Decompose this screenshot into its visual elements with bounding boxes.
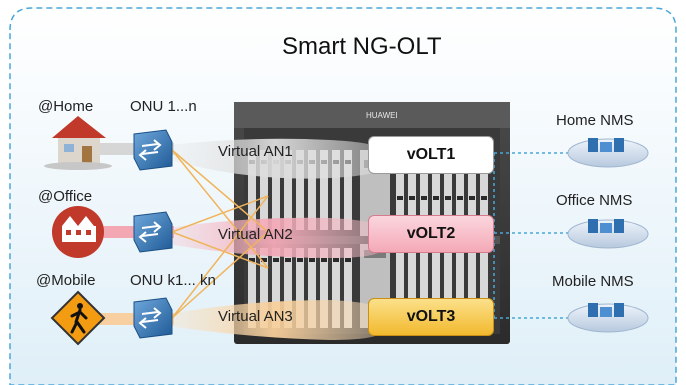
virtual-an-label-1: Virtual AN1	[218, 143, 293, 160]
onu-icon-1	[133, 129, 173, 171]
volt-box-3: vOLT3	[368, 298, 494, 336]
nms-label-mobile: Mobile NMS	[552, 273, 634, 290]
onu-icon-3	[133, 297, 173, 339]
virtual-an-label-3: Virtual AN3	[218, 308, 293, 325]
virtual-an-label-2: Virtual AN2	[218, 226, 293, 243]
cross-links	[171, 149, 269, 319]
diagram-title: Smart NG-OLT	[282, 33, 442, 60]
nms-links	[493, 152, 576, 319]
nms-label-home: Home NMS	[556, 112, 634, 129]
onu-label-3: ONU k1... kn	[130, 272, 216, 289]
device-brand-label: HUAWEI	[366, 111, 398, 120]
onu-icon-2	[133, 211, 173, 253]
site-label-home: @Home	[38, 98, 94, 115]
mobile-icon	[50, 290, 106, 346]
site-label-mobile: @Mobile	[36, 272, 96, 289]
nms-label-office: Office NMS	[556, 192, 633, 209]
nms-cloud-icon-2	[567, 219, 649, 249]
volt-box-2: vOLT2	[368, 215, 494, 253]
nms-cloud-icon-3	[567, 303, 649, 333]
volt-box-1: vOLT1	[368, 136, 494, 174]
nms-cloud-icon-1	[567, 138, 649, 168]
office-icon	[52, 206, 104, 258]
home-icon	[44, 116, 112, 170]
site-label-office: @Office	[38, 188, 93, 205]
onu-label-1: ONU 1...n	[130, 98, 197, 115]
